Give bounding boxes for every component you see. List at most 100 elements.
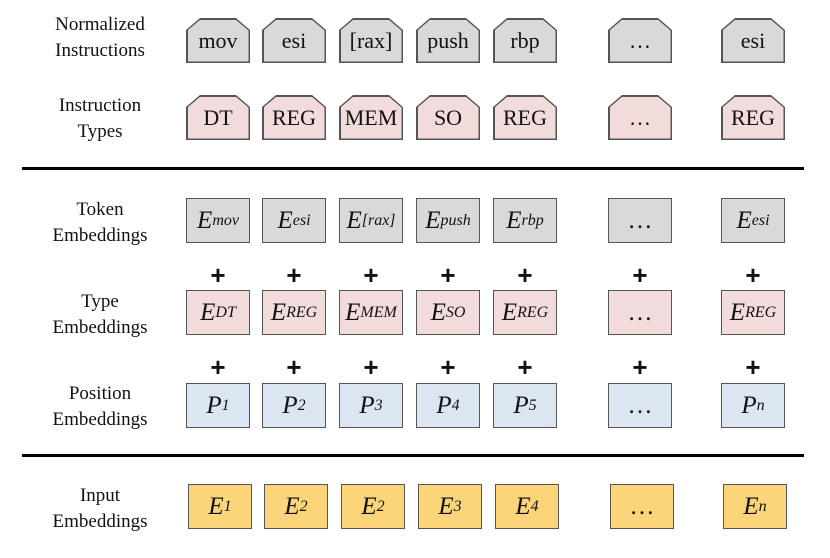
embedding-symbol: E <box>438 492 454 520</box>
plus-icon: + <box>632 260 648 290</box>
normalized-box: esi <box>262 18 326 63</box>
embedding-subscript: 3 <box>374 396 383 414</box>
tag-text: SO <box>433 104 463 130</box>
token-box: E[rax] <box>339 198 403 243</box>
embedding-subscript: 4 <box>530 497 539 515</box>
row-label-line: Position <box>68 383 132 404</box>
tag-content: REG <box>264 97 325 139</box>
tag-text: esi <box>281 27 307 53</box>
tag-text: … <box>629 104 651 130</box>
embedding-symbol: E <box>345 298 361 326</box>
plus-icon: + <box>210 260 226 290</box>
embedding-symbol: E <box>430 298 446 326</box>
row-label-line: Instructions <box>55 40 145 61</box>
embedding-subscript: esi <box>292 211 311 229</box>
tag-text: … <box>629 27 651 53</box>
tag-content: esi <box>264 20 325 62</box>
plus-icon: + <box>745 352 761 382</box>
embedding-subscript: REG <box>745 303 777 321</box>
plus-icon: + <box>440 260 456 290</box>
type_emb-box: … <box>608 290 672 335</box>
embedding-subscript: MEM <box>360 303 397 321</box>
tag-text: esi <box>740 27 766 53</box>
embedding-symbol: E <box>736 206 752 234</box>
embedding-subscript: SO <box>445 303 466 321</box>
tag-content: REG <box>723 97 784 139</box>
tag-content: … <box>610 20 671 62</box>
separator-top <box>22 167 804 170</box>
types-box: REG <box>493 95 557 140</box>
plus-icon: + <box>440 352 456 382</box>
embedding-subscript: esi <box>751 211 770 229</box>
row-label-line: Embeddings <box>52 317 148 338</box>
embedding-subscript: REG <box>286 303 318 321</box>
row-label-line: Embeddings <box>52 409 148 430</box>
embedding-subscript: 4 <box>451 396 460 414</box>
embedding-subscript: 2 <box>299 497 308 515</box>
embedding-symbol: … <box>627 298 653 326</box>
embedding-symbol: E <box>208 492 224 520</box>
types-box: SO <box>416 95 480 140</box>
tag-content: MEM <box>341 97 402 139</box>
plus-icon: + <box>286 352 302 382</box>
embedding-subscript: n <box>758 497 767 515</box>
embedding-symbol: E <box>197 206 213 234</box>
embedding-subscript: DT <box>215 303 236 321</box>
types-box: … <box>608 95 672 140</box>
plus-icon: + <box>363 260 379 290</box>
embedding-subscript: REG <box>517 303 549 321</box>
embedding-symbol: … <box>627 391 653 419</box>
embedding-symbol: P <box>359 391 375 419</box>
embedding-symbol: E <box>506 206 522 234</box>
embedding-symbol: E <box>270 298 287 326</box>
embedding-symbol: E <box>501 298 518 326</box>
tag-content: push <box>418 20 479 62</box>
plus-icon: + <box>363 352 379 382</box>
normalized-box: push <box>416 18 480 63</box>
tag-content: … <box>610 97 671 139</box>
tag-text: REG <box>731 104 775 130</box>
plus-icon: + <box>745 260 761 290</box>
embedding-symbol: E <box>743 492 759 520</box>
plus-icon: + <box>632 352 648 382</box>
embedding-symbol: E <box>346 206 362 234</box>
token-box: … <box>608 198 672 243</box>
tag-content: mov <box>188 20 249 62</box>
normalized-box: rbp <box>493 18 557 63</box>
row-label-line: Embeddings <box>52 225 148 246</box>
row-label-line: Input <box>79 485 121 506</box>
embedding-symbol: P <box>206 391 222 419</box>
separator-bottom <box>22 454 804 457</box>
tag-text: [rax] <box>349 27 393 53</box>
types-box: REG <box>262 95 326 140</box>
plus-icon: + <box>286 260 302 290</box>
embedding-subscript: [rax] <box>361 211 396 229</box>
row-label-line: Types <box>77 121 123 142</box>
embedding-symbol: E <box>277 206 293 234</box>
embedding-subscript: 2 <box>376 497 385 515</box>
embedding-subscript: 1 <box>221 396 230 414</box>
tag-content: DT <box>188 97 249 139</box>
normalized-box: mov <box>186 18 250 63</box>
embedding-symbol: E <box>515 492 531 520</box>
tag-content: SO <box>418 97 479 139</box>
